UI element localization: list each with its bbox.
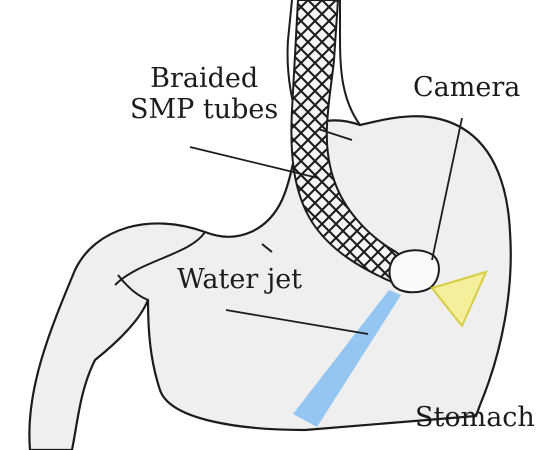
braided-label-line2: SMP tubes xyxy=(130,94,278,125)
camera-label: Camera xyxy=(413,72,520,103)
stomach-label: Stomach xyxy=(415,402,535,433)
camera-head xyxy=(390,250,439,292)
braided-smp-tubes-label: Braided SMP tubes xyxy=(130,63,278,125)
water-jet-label: Water jet xyxy=(177,264,302,295)
braided-label-line1: Braided xyxy=(130,63,278,94)
